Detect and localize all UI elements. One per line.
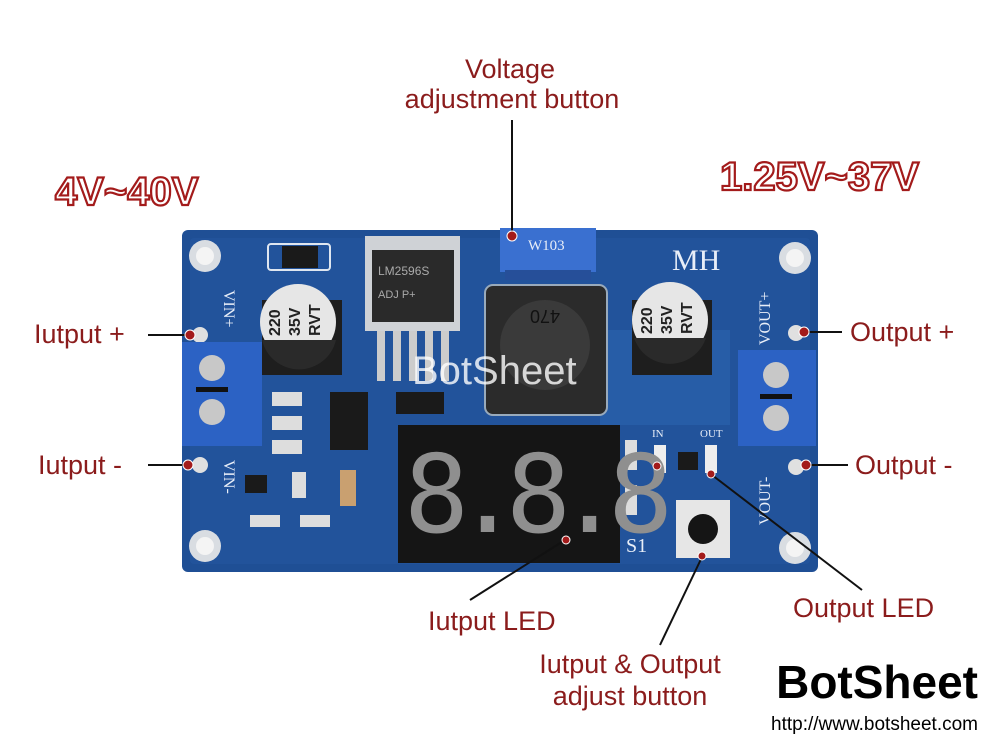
label-voltage-adjust-2: adjustment button xyxy=(405,84,620,114)
label-voltage-adjust: Voltage xyxy=(465,54,555,84)
vout-plus-marking: VOUT+ xyxy=(757,292,774,345)
seven-segment-display: 8.8.8. xyxy=(398,425,724,563)
label-input-range: 4V~40V xyxy=(55,170,199,214)
mounting-hole xyxy=(779,532,811,564)
cap-marking: 220 xyxy=(639,307,656,334)
label-adjust-button-2: adjust button xyxy=(553,681,708,711)
botsheet-logo: BotSheet xyxy=(776,656,978,708)
mounting-hole xyxy=(189,240,221,272)
label-output-minus: Output - xyxy=(855,450,953,480)
label-adjust-button: Iutput & Output xyxy=(539,649,721,679)
inductor: 470 xyxy=(484,284,608,416)
adjust-push-button[interactable] xyxy=(676,500,730,558)
vin-minus-marking: VIN- xyxy=(220,460,237,494)
vout-minus-marking: VOUT- xyxy=(757,477,774,525)
switch-marking: S1 xyxy=(626,535,647,557)
output-capacitor: 220 35V RVT xyxy=(632,282,712,375)
botsheet-url: http://www.botsheet.com xyxy=(771,714,978,735)
output-terminal-block[interactable] xyxy=(738,350,816,446)
display-digits: 8.8.8. xyxy=(404,433,710,558)
cap-marking: 35V xyxy=(659,305,676,334)
ic-marking-2: ADJ P+ xyxy=(378,289,416,301)
input-terminal-block[interactable] xyxy=(182,342,262,446)
label-input-led: Iutput LED xyxy=(428,606,556,636)
regulator-ic: LM2596S ADJ P+ xyxy=(365,236,460,381)
mounting-hole xyxy=(779,242,811,274)
cap-marking: 35V xyxy=(287,307,304,336)
cap-marking: RVT xyxy=(307,304,324,336)
cap-marking: RVT xyxy=(679,302,696,334)
callout-lines xyxy=(148,120,863,646)
mounting-hole xyxy=(189,530,221,562)
ic-marking: LM2596S xyxy=(378,264,429,278)
brand-marking: MH xyxy=(672,244,720,277)
led-out-marking: OUT xyxy=(700,428,723,440)
input-capacitor: 220 35V RVT xyxy=(260,284,342,375)
label-output-range: 1.25V~37V xyxy=(720,155,919,199)
vin-plus-marking: VIN+ xyxy=(220,290,237,327)
label-input-minus: Iutput - xyxy=(38,450,122,480)
cap-marking: 220 xyxy=(267,309,284,336)
pot-marking: W103 xyxy=(528,238,565,254)
watermark: BotSheet xyxy=(412,349,577,393)
label-output-plus: Output + xyxy=(850,317,954,347)
led-in-marking: IN xyxy=(652,428,664,440)
inductor-marking: 470 xyxy=(530,306,560,326)
label-output-led: Output LED xyxy=(793,593,934,623)
pcb-board: LM2596S ADJ P+ W103 MH 470 220 35V RVT xyxy=(182,228,818,572)
label-input-plus: Iutput + xyxy=(34,319,125,349)
